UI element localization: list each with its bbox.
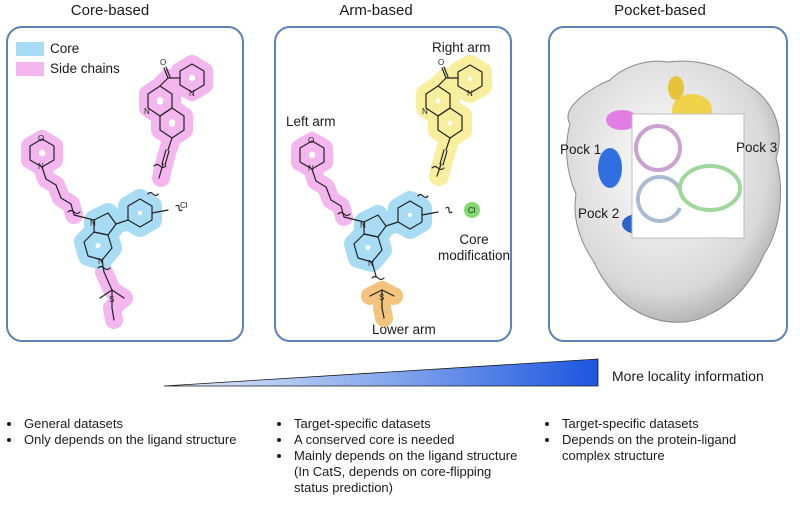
pocket-1-patch (606, 110, 638, 130)
right-arm-label: Right arm (432, 40, 491, 55)
core-modification-line2: modification (437, 248, 511, 263)
arm-based-panel: Right arm Left arm Core modification Low… (274, 26, 512, 342)
core-n2: N (98, 257, 104, 266)
arm-bullet-1: Target-specific datasets (292, 416, 518, 432)
pock-3-label: Pock 3 (736, 140, 778, 155)
arm-piperidine-n: N (467, 89, 473, 98)
pocket-based-panel: Pock 1 Pock 3 Pock 2 (548, 26, 788, 342)
core-bullet-2: Only depends on the ligand structure (22, 432, 248, 448)
sulfonyl-s: S (109, 295, 114, 304)
arm-sulfonyl-s: S (379, 293, 384, 302)
core-legend-swatch (16, 42, 44, 56)
arm-ring-nh: N (422, 107, 428, 116)
core-based-bullets: General datasets Only depends on the lig… (8, 416, 248, 448)
ring-nh: N (144, 107, 150, 116)
core-modification-label: Core modification (434, 232, 511, 264)
side-chains-legend-label: Side chains (50, 61, 120, 76)
arm-morpholine-o: O (308, 136, 314, 145)
piperidine-n: N (189, 89, 195, 98)
cl-atom: Cl (180, 201, 188, 210)
core-bullet-1: General datasets (22, 416, 248, 432)
left-arm-highlight (291, 132, 353, 226)
cl-highlight (464, 202, 480, 218)
arm-core-n1: N (360, 221, 366, 230)
pock-2-label: Pock 2 (578, 206, 620, 221)
pocket-1-ring (634, 124, 682, 172)
locality-gradient-wedge (163, 358, 599, 387)
protein-surface (566, 60, 781, 323)
pocket-3-ring (678, 164, 742, 212)
core-based-title: Core-based (70, 2, 150, 19)
pocket-based-bullets: Target-specific datasets Depends on the … (546, 416, 786, 464)
arm-bullet-2: A conserved core is needed (292, 432, 518, 448)
core-legend-label: Core (50, 41, 80, 56)
pock-1-label: Pock 1 (560, 142, 602, 157)
pocket-2-patch (598, 148, 622, 188)
morpholine-o: O (38, 134, 44, 143)
morpholine-n: N (38, 162, 44, 171)
arm-based-molecule: O N N O N N N Cl S (291, 55, 492, 327)
pocket-2-ring (636, 175, 682, 223)
side-chains-legend-swatch (16, 62, 44, 76)
carbonyl-o: O (160, 58, 166, 67)
core-modification-line1: Core (459, 232, 489, 247)
arm-based-bullets: Target-specific datasets A conserved cor… (278, 416, 518, 496)
more-locality-label: More locality information (612, 368, 764, 384)
pocket-based-title: Pocket-based (614, 2, 706, 19)
pocket-bullet-1: Target-specific datasets (560, 416, 786, 432)
left-arm-label: Left arm (286, 114, 336, 129)
pocket-bullet-2: Depends on the protein-ligand complex st… (560, 432, 786, 464)
core-based-panel: Core Side chains (6, 26, 244, 342)
core-n1: N (90, 219, 96, 228)
arm-bullet-3: Mainly depends on the ligand structure (… (292, 448, 518, 496)
right-arm-highlight (416, 55, 492, 186)
left-side-chain-highlight (21, 55, 213, 329)
arm-morpholine-n: N (308, 164, 314, 173)
core-based-molecule: O N N O N N N Cl S (21, 55, 213, 329)
arm-based-title: Arm-based (339, 2, 413, 19)
arm-carbonyl-o: O (438, 58, 444, 67)
arm-cl-atom: Cl (468, 206, 476, 215)
arm-core-n2: N (368, 259, 374, 268)
